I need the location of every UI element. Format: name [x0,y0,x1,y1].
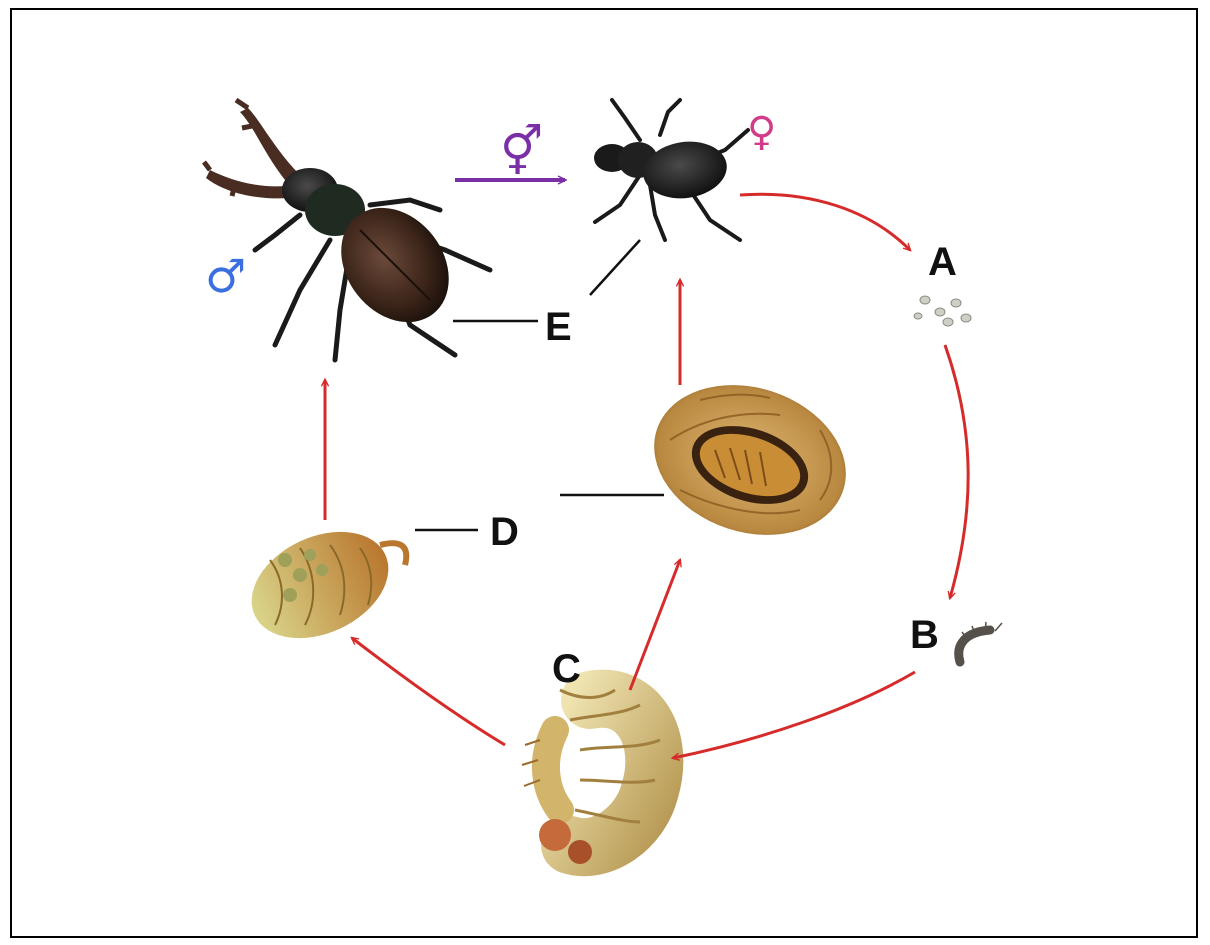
grub-larva-icon [522,690,660,864]
male-symbol: ♂ [205,249,246,303]
arrow-young-larva-to-grub [673,672,915,758]
leader-e-female [590,240,640,295]
arrow-female-to-eggs [740,194,910,250]
mating-symbol: ⚥ [500,124,543,180]
female-beetle-icon [594,100,748,240]
label-b: B [910,613,939,657]
male-beetle-icon [204,100,490,360]
pupal-cell-icon [635,361,866,559]
eggs-icon [914,296,971,326]
label-d: D [490,510,519,554]
arrow-grub-to-pupa [352,638,505,745]
label-a: A [928,240,957,284]
leader-lines [415,240,664,530]
young-larva-icon [959,622,1002,662]
female-symbol: ♀ [747,109,776,155]
label-e: E [545,305,572,349]
label-c: C [552,647,581,691]
pupa-icon [234,511,406,659]
arrow-grub-to-pupal-cell [630,560,680,690]
arrow-eggs-to-young-larva [945,345,968,598]
